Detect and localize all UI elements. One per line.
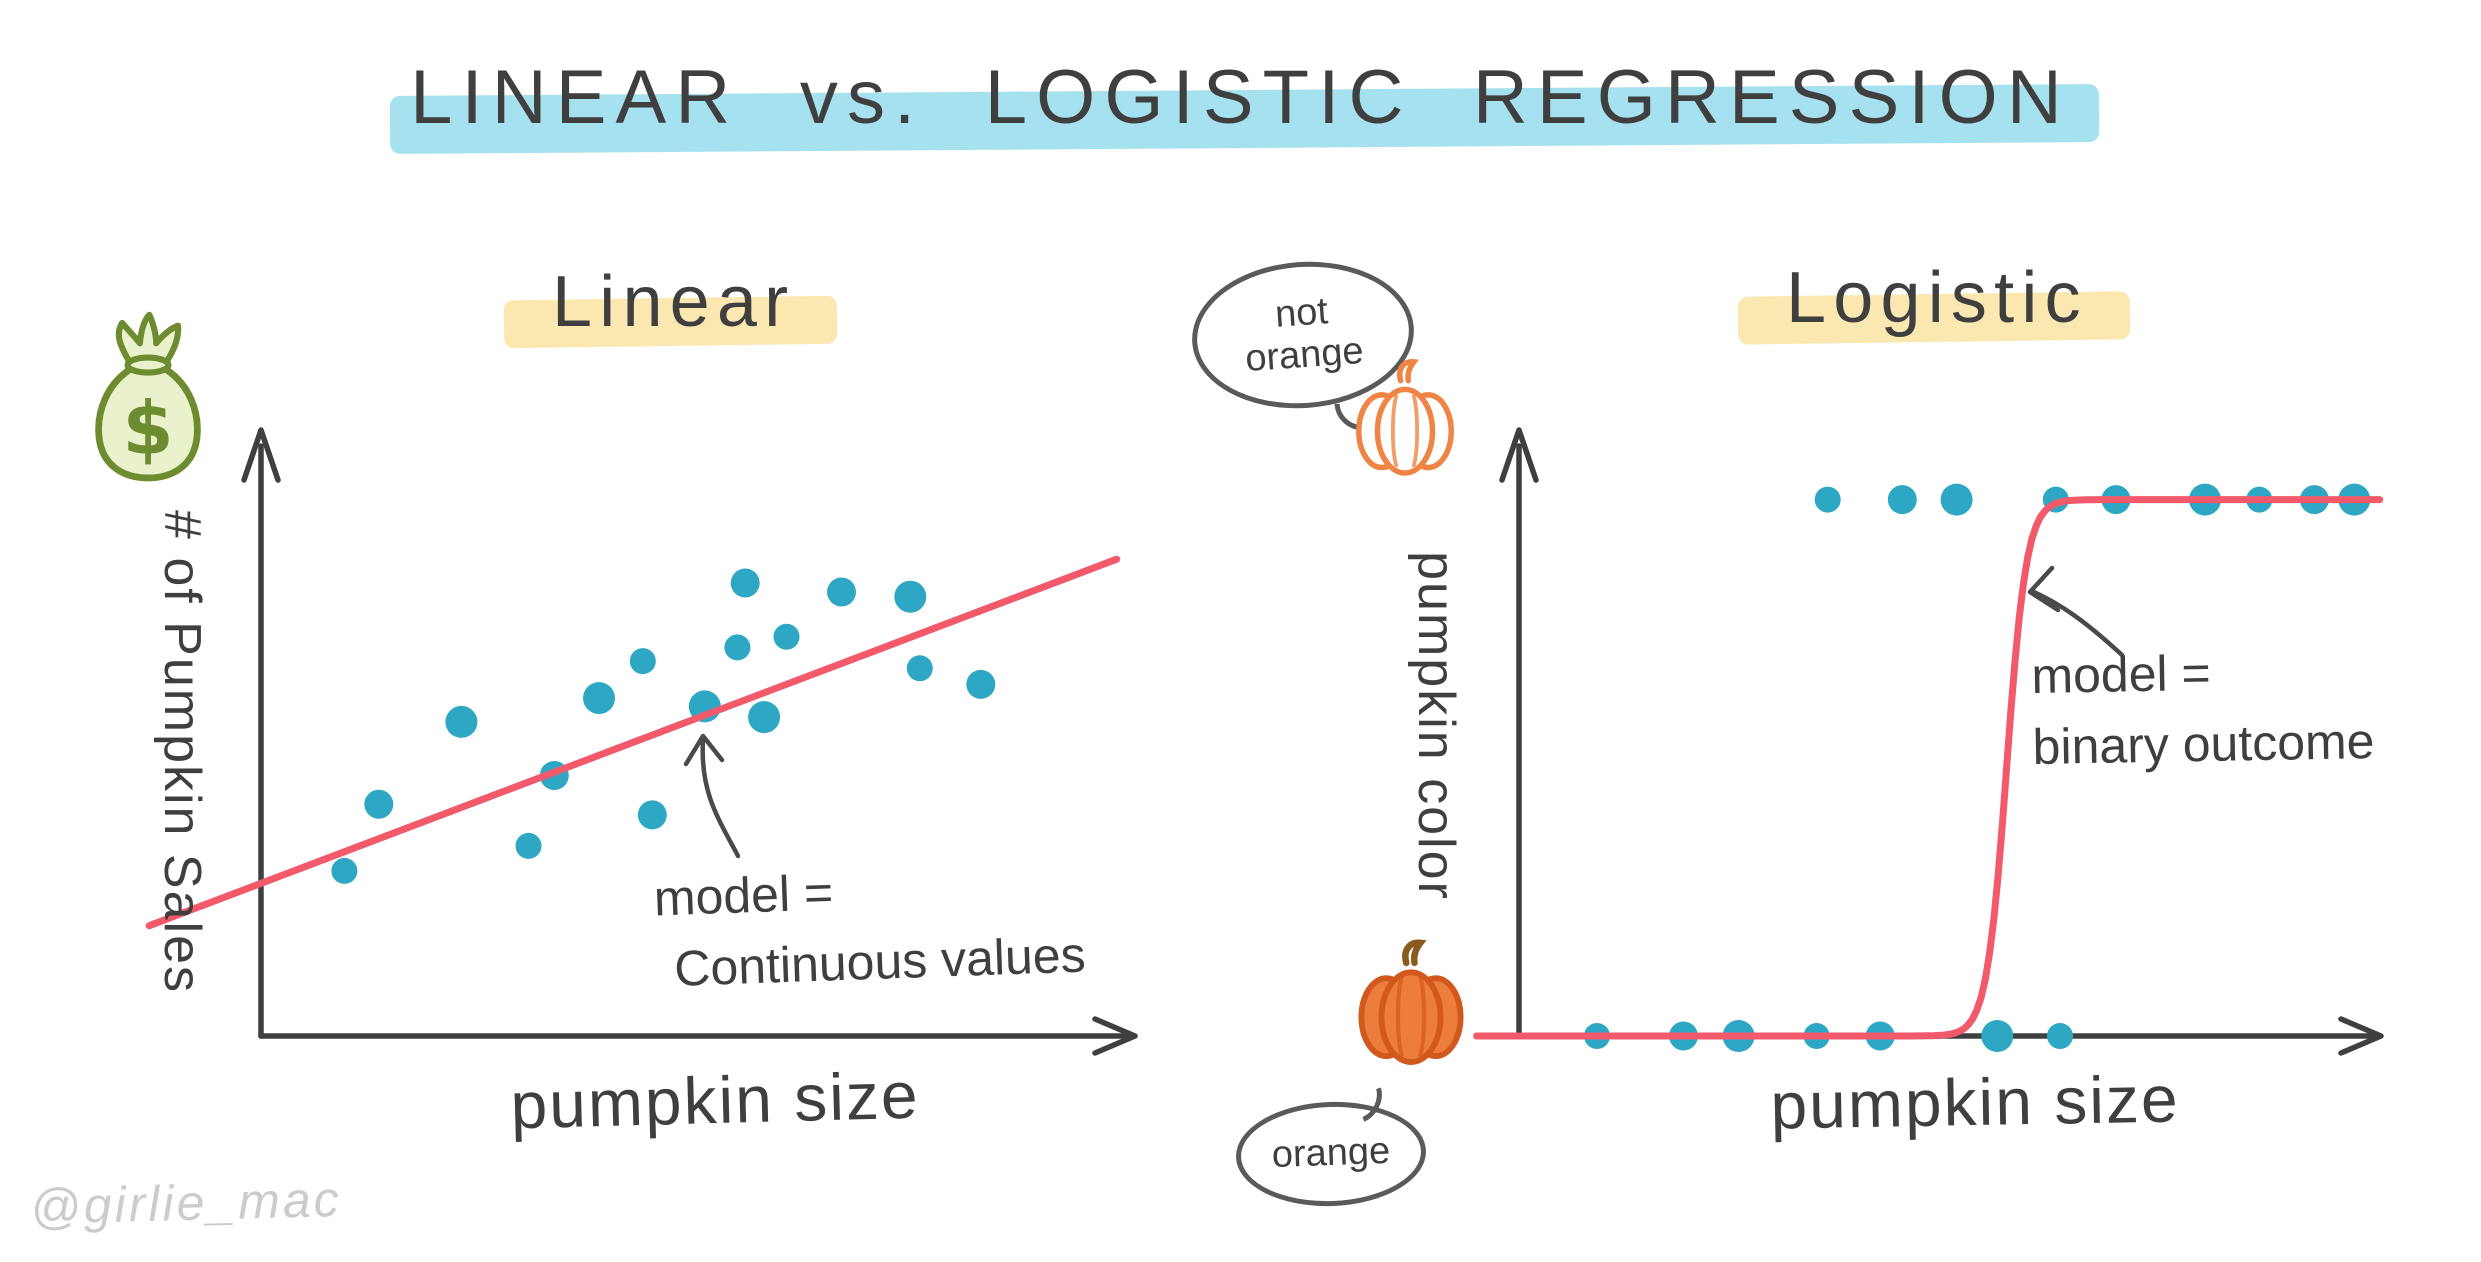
linear-heading-inner: Linear [503, 266, 838, 349]
money-bag-tie [124, 354, 172, 376]
linear-x-axis-label: pumpkin size [509, 1057, 921, 1143]
orange-speech-bubble: orange [1234, 1098, 1428, 1210]
logistic-y-axis-label: pumpkin color [1407, 551, 1465, 901]
watermark-signature: @girlie_mac [29, 1170, 343, 1236]
pumpkin-ridge [1418, 974, 1427, 1057]
main-title-text: LINEAR vs. LOGISTIC REGRESSION [410, 55, 2071, 140]
logistic-heading: Logistic [1737, 262, 2131, 345]
linear-scatter-dots [331, 568, 996, 884]
pumpkin-stem [1397, 359, 1420, 384]
pumpkin-stem [1402, 939, 1427, 967]
logistic-heading-text: Logistic [1786, 258, 2088, 338]
logistic-dots-high [1814, 483, 2371, 516]
logistic-annotation-line1: model = [2030, 644, 2212, 704]
main-title: LINEAR vs. LOGISTIC REGRESSION [0, 60, 2481, 154]
not-orange-pumpkin-icon [1356, 359, 1454, 476]
pumpkin-ridge [1411, 394, 1419, 468]
logistic-dots-low [1584, 1020, 2073, 1052]
pumpkin-lobe-center [1374, 386, 1436, 476]
pumpkin-ridge [1395, 974, 1404, 1057]
orange-bubble-text: orange [1271, 1130, 1391, 1177]
linear-heading-text: Linear [552, 262, 796, 342]
linear-annotation-line2: Continuous values [673, 926, 1087, 997]
logistic-annotation-line2: binary outcome [2032, 713, 2375, 775]
not-orange-bubble-line1: not [1273, 290, 1330, 337]
money-bag-icon: $ [95, 311, 201, 482]
logistic-heading-inner: Logistic [1737, 262, 2131, 345]
logistic-x-axis-label: pumpkin size [1769, 1061, 2181, 1143]
logistic-model-annotation: model = binary outcome [2031, 635, 2375, 783]
pumpkin-ridge [1391, 394, 1399, 468]
pumpkin-lobe-center [1378, 969, 1444, 1065]
dollar-symbol: $ [122, 386, 173, 471]
orange-pumpkin-icon [1358, 939, 1464, 1065]
money-bag-body [95, 365, 201, 482]
main-title-inner: LINEAR vs. LOGISTIC REGRESSION [389, 60, 2100, 154]
linear-y-axis-label: # of Pumpkin Sales [153, 509, 211, 995]
money-bag-top [115, 311, 182, 365]
linear-annotation-arrow [683, 733, 741, 859]
linear-heading: Linear [503, 266, 838, 349]
linear-model-annotation: model = Continuous values [653, 849, 1087, 1006]
not-orange-bubble-line2: orange [1243, 329, 1365, 381]
